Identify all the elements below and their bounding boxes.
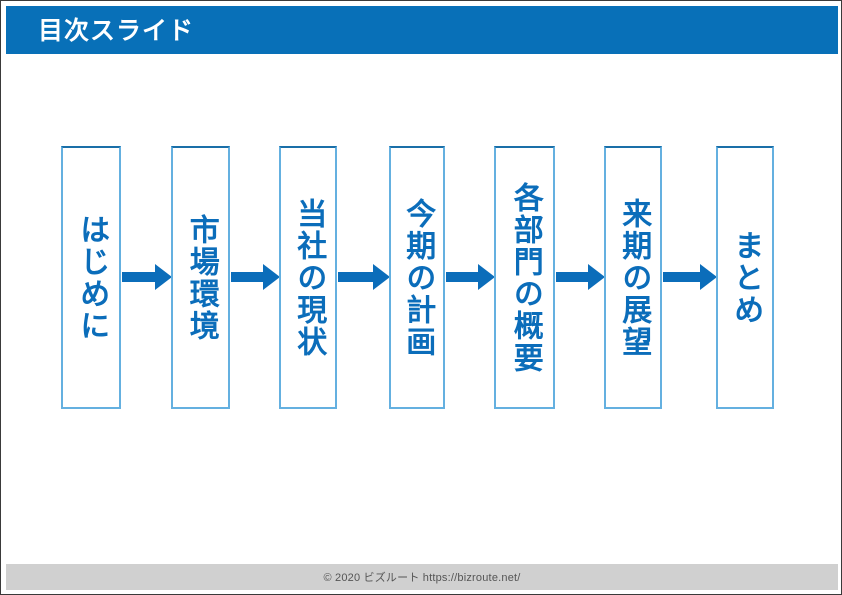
agenda-flow-diagram: はじめに 市場環境 当社の現状 今期の計画 各部門の概要 (1, 146, 841, 411)
arrow-right-icon (231, 263, 280, 291)
flow-node[interactable]: 今期の計画 (389, 146, 445, 409)
flow-node-label: まとめ (729, 229, 763, 326)
flow-node-label: 今期の計画 (401, 197, 435, 358)
flow-node[interactable]: 来期の展望 (604, 146, 662, 409)
arrow-right-icon (446, 263, 495, 291)
flow-node[interactable]: 当社の現状 (279, 146, 337, 409)
flow-node[interactable]: はじめに (61, 146, 121, 409)
flow-node-label: 来期の展望 (617, 197, 651, 358)
arrow-right-icon (556, 263, 605, 291)
slide-header-band: 目次スライド (6, 6, 838, 54)
arrow-right-icon (338, 263, 390, 291)
flow-node-label: 当社の現状 (292, 197, 326, 358)
flow-node[interactable]: 市場環境 (171, 146, 230, 409)
slide-footer-band: © 2020 ビズルート https://bizroute.net/ (6, 564, 838, 590)
arrow-right-icon (663, 263, 717, 291)
footer-copyright: © 2020 ビズルート https://bizroute.net/ (323, 572, 521, 584)
flow-node[interactable]: 各部門の概要 (494, 146, 555, 409)
arrow-right-icon (122, 263, 172, 291)
flow-node-label: 各部門の概要 (508, 181, 542, 374)
slide-title: 目次スライド (38, 17, 195, 45)
flow-node[interactable]: まとめ (716, 146, 774, 409)
flow-node-label: はじめに (75, 213, 109, 342)
flow-node-label: 市場環境 (184, 213, 218, 342)
